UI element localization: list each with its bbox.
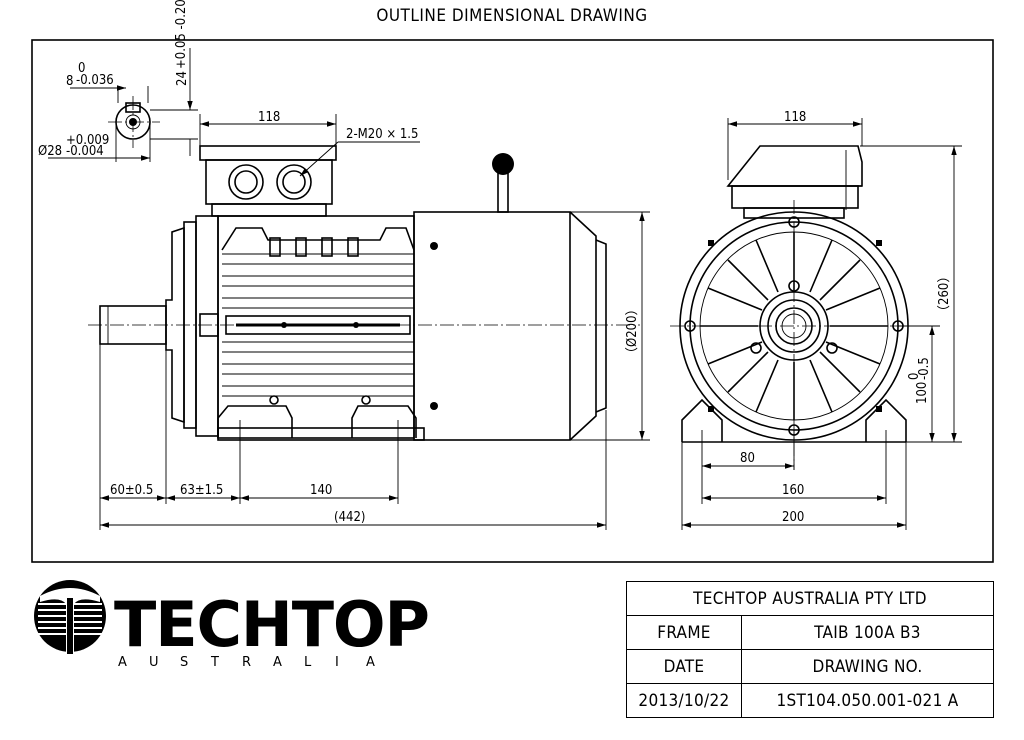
logo-tagline: A U S T R A L I A: [118, 655, 375, 670]
foot-width-label: 200: [782, 510, 804, 525]
overall-length-label: (442): [334, 510, 365, 525]
keyway-width-tol-lower: -0.036: [76, 73, 114, 88]
side-view-dimensions: [99, 114, 650, 530]
half-foot-spacing-label: 80: [740, 451, 755, 466]
logo-emblem-icon: [34, 580, 106, 654]
end-view-dim-labels: 118 （260） 100 0 -0.5 80 160 200: [740, 110, 952, 525]
techtop-logo: TECHTOP A U S T R A L I A: [34, 580, 434, 670]
logo-tagline-letter: A: [273, 655, 282, 670]
shaft-length-label: 60±0.5: [110, 483, 153, 498]
logo-tagline-letter: U: [149, 655, 159, 670]
drawing-no-label: DRAWING NO.: [741, 649, 994, 684]
title-block: TECHTOP AUSTRALIA PTY LTD FRAME TAIB 100…: [626, 581, 994, 718]
key-height-label: 24: [175, 71, 190, 86]
key-height-tol: +0.05 -0.20: [174, 0, 189, 69]
keyway-width-label: 8: [66, 74, 73, 89]
logo-tagline-letter: S: [180, 655, 188, 670]
logo-tagline-letter: T: [210, 655, 219, 670]
frame-dia-label: （Ø200）: [625, 302, 640, 360]
shaft-section-detail: [48, 48, 198, 162]
logo-tagline-letter: A: [118, 655, 127, 670]
motor-end-view: [670, 145, 920, 470]
shaft-dia-label: Ø28: [38, 144, 62, 159]
cable-entries-label: 2-M20 × 1.5: [346, 127, 418, 142]
keyway-width-tol-upper: 0: [78, 61, 85, 76]
overall-height-label: （260）: [937, 270, 952, 318]
date-value: 2013/10/22: [626, 683, 742, 718]
drawing-no-value: 1ST104.050.001-021 A: [741, 683, 994, 718]
logo-tagline-letter: L: [304, 655, 312, 670]
shaft-height-label: 100: [915, 382, 930, 404]
foot-spacing-label: 160: [782, 483, 804, 498]
date-label: DATE: [626, 649, 742, 684]
logo-brand-text: TECHTOP: [114, 588, 434, 661]
shaft-height-tol-upper: 0: [907, 373, 922, 380]
terminal-box-width-side: 118: [258, 110, 280, 125]
end-view-dimensions: [681, 118, 962, 530]
shaft-dia-tol-lower: -0.004: [66, 144, 104, 159]
frame-value: TAIB 100A B3: [741, 615, 994, 650]
logo-tagline-letter: A: [366, 655, 375, 670]
motor-side-view: [88, 145, 640, 441]
terminal-box-width-end: 118: [784, 110, 806, 125]
foot-hole-spacing-label: 140: [310, 483, 332, 498]
shaft-shoulder-label: 63±1.5: [180, 483, 223, 498]
drawing-frame: [31, 39, 994, 563]
shaft-height-tol-lower: -0.5: [917, 357, 932, 380]
company-name: TECHTOP AUSTRALIA PTY LTD: [626, 581, 994, 616]
shaft-section-dims: 8 0 -0.036 24 +0.05 -0.20 Ø28 +0.009 -0.…: [38, 0, 190, 159]
side-view-dim-labels: 118 2-M20 × 1.5 （Ø200） 60±0.5 63±1.5 140…: [110, 110, 640, 525]
logo-tagline-letter: I: [335, 655, 339, 670]
drawing-title: OUTLINE DIMENSIONAL DRAWING: [376, 6, 648, 26]
logo-tagline-letter: R: [242, 655, 251, 670]
frame-label: FRAME: [626, 615, 742, 650]
shaft-dia-tol-upper: +0.009: [66, 133, 109, 148]
